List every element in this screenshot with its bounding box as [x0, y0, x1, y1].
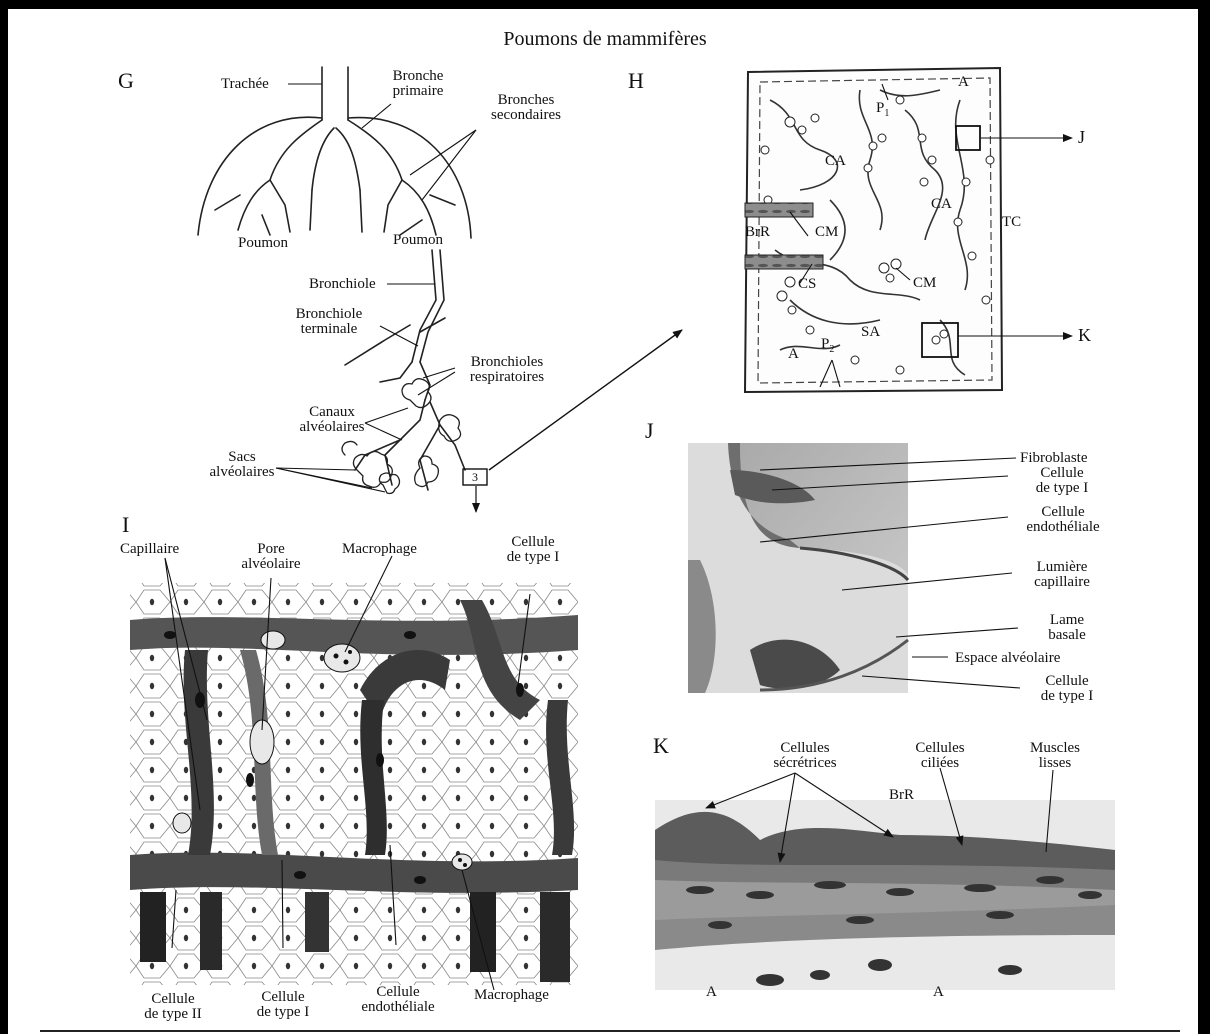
label-i-macrophage-top: Macrophage: [342, 542, 417, 557]
label-h-ca-2: CA: [931, 197, 952, 212]
label-h-brr: BrR: [745, 225, 770, 240]
label-j-cellule-endotheliale: Cellule endothéliale: [1008, 505, 1118, 535]
label-i-cellule-endotheliale: Cellule endothéliale: [348, 985, 448, 1015]
label-j-fibroblaste: Fibroblaste: [1020, 451, 1088, 466]
panel-letter-j: J: [645, 420, 654, 442]
label-k-brr: BrR: [889, 788, 914, 803]
label-k-cellules-ciliees: Cellules ciliées: [900, 741, 980, 771]
label-bronchiole-terminale: Bronchiole terminale: [284, 307, 374, 337]
label-h-cs: CS: [798, 277, 816, 292]
label-bronches-secondaires: Bronches secondaires: [476, 93, 576, 123]
label-h-a-bottom: A: [788, 347, 799, 362]
label-j-espace-alveolaire: Espace alvéolaire: [955, 651, 1060, 666]
label-k-a-right: A: [933, 985, 944, 1000]
label-bronche-primaire: Bronche primaire: [378, 69, 458, 99]
label-canaux-alveolaires: Canaux alvéolaires: [292, 405, 372, 435]
alveolus-illustration: [130, 583, 578, 985]
label-h-p2: P2: [821, 337, 834, 357]
label-i-capillaire: Capillaire: [120, 542, 179, 557]
label-j-cellule-type1-a: Cellule de type I: [1012, 466, 1112, 496]
panel-letter-i: I: [122, 514, 129, 536]
label-j-lumiere-capillaire: Lumière capillaire: [1012, 560, 1112, 590]
label-bronchioles-respiratoires: Bronchioles respiratoires: [452, 355, 562, 385]
label-k-cellules-secretrices: Cellules sécrétrices: [760, 741, 850, 771]
panel-j-micrograph: [688, 443, 908, 693]
panel-letter-k: K: [653, 735, 669, 757]
label-h-sa: SA: [861, 325, 880, 340]
label-j-cellule-type1-b: Cellule de type I: [1022, 674, 1112, 704]
label-i-cellule-type2: Cellule de type II: [128, 992, 218, 1022]
bottom-rule: [40, 1030, 1180, 1032]
label-i-cellule-type1-top: Cellule de type I: [488, 535, 578, 565]
label-h-ca-1: CA: [825, 154, 846, 169]
label-arrow-k: K: [1078, 326, 1091, 344]
arrow-to-panel-h: [489, 330, 682, 470]
label-bronchiole: Bronchiole: [309, 277, 376, 292]
label-poumon-right: Poumon: [393, 233, 443, 248]
label-box-3: 3: [463, 470, 487, 484]
label-trachee: Trachée: [221, 77, 269, 92]
panel-k-micrograph: [655, 800, 1115, 990]
panel-letter-g: G: [118, 70, 134, 92]
label-sacs-alveolaires: Sacs alvéolaires: [202, 450, 282, 480]
label-arrow-j: J: [1078, 128, 1085, 146]
label-k-a-left: A: [706, 985, 717, 1000]
panel-letter-h: H: [628, 70, 644, 92]
label-h-p1: P1: [876, 101, 889, 121]
label-i-cellule-type1-bottom: Cellule de type I: [238, 990, 328, 1020]
label-h-tc: TC: [1002, 215, 1021, 230]
label-j-lame-basale: Lame basale: [1022, 613, 1112, 643]
label-h-a-top: A: [958, 75, 969, 90]
label-i-pore-alveolaire: Pore alvéolaire: [226, 542, 316, 572]
label-k-muscles-lisses: Muscles lisses: [1015, 741, 1095, 771]
label-poumon-left: Poumon: [238, 236, 288, 251]
lung-section-diagram: [745, 68, 1002, 392]
label-h-cm-1: CM: [815, 225, 838, 240]
label-i-macrophage-bottom: Macrophage: [474, 988, 549, 1003]
label-h-cm-2: CM: [913, 276, 936, 291]
